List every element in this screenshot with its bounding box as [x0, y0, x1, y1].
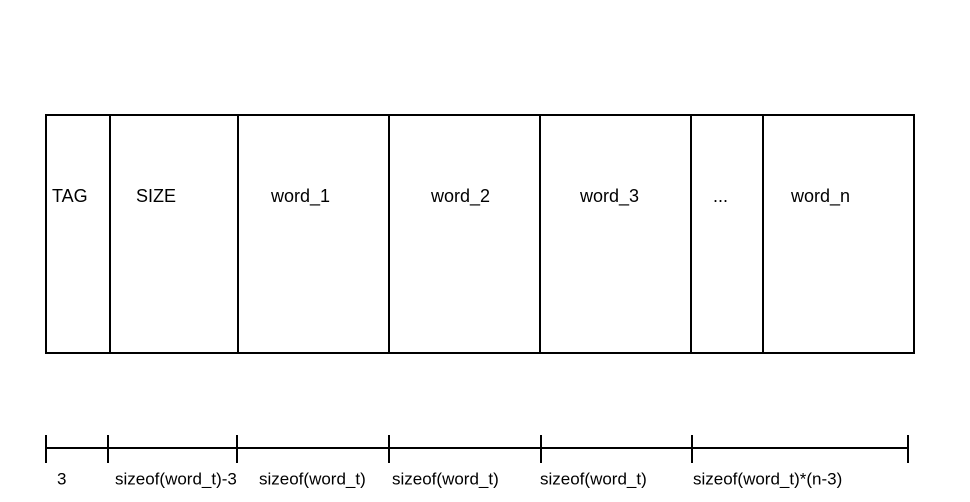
- ruler-label-remaining-words: sizeof(word_t)*(n-3): [693, 469, 842, 488]
- ruler-label-word-2: sizeof(word_t): [392, 469, 499, 488]
- cell-word-3-label: word_3: [579, 186, 639, 207]
- cell-ellipsis-box: [690, 114, 764, 354]
- cell-word-1-label: word_1: [270, 186, 330, 207]
- cell-word-2: word_2: [388, 114, 541, 354]
- cell-word-2-box: [388, 114, 541, 354]
- cell-word-2-label: word_2: [430, 186, 490, 207]
- cell-word-3: word_3: [539, 114, 692, 354]
- cell-tag-label: TAG: [52, 186, 88, 206]
- cell-word-n-box: [762, 114, 915, 354]
- cell-size-label: SIZE: [136, 186, 176, 206]
- ruler-label-size-field: sizeof(word_t)-3: [115, 469, 237, 488]
- cell-word-n-label: word_n: [790, 186, 850, 207]
- cell-ellipsis: ...: [690, 114, 764, 354]
- ruler-label-word-3: sizeof(word_t): [540, 469, 647, 488]
- cell-word-1-box: [237, 114, 390, 354]
- ruler-label-tag-size: 3: [57, 469, 66, 488]
- ruler-label-word-1: sizeof(word_t): [259, 469, 366, 488]
- cell-tag: TAG: [45, 114, 111, 354]
- size-ruler: 3 sizeof(word_t)-3 sizeof(word_t) sizeof…: [45, 435, 909, 488]
- cell-word-3-box: [539, 114, 692, 354]
- cell-ellipsis-label: ...: [713, 186, 728, 206]
- cell-size-box: [109, 114, 239, 354]
- cell-word-n: word_n: [762, 114, 915, 354]
- cell-word-1: word_1: [237, 114, 390, 354]
- memory-block: TAG SIZE word_1 word_2 word_3 ... word_n: [45, 114, 915, 354]
- cell-tag-box: [45, 114, 111, 354]
- cell-size: SIZE: [109, 114, 239, 354]
